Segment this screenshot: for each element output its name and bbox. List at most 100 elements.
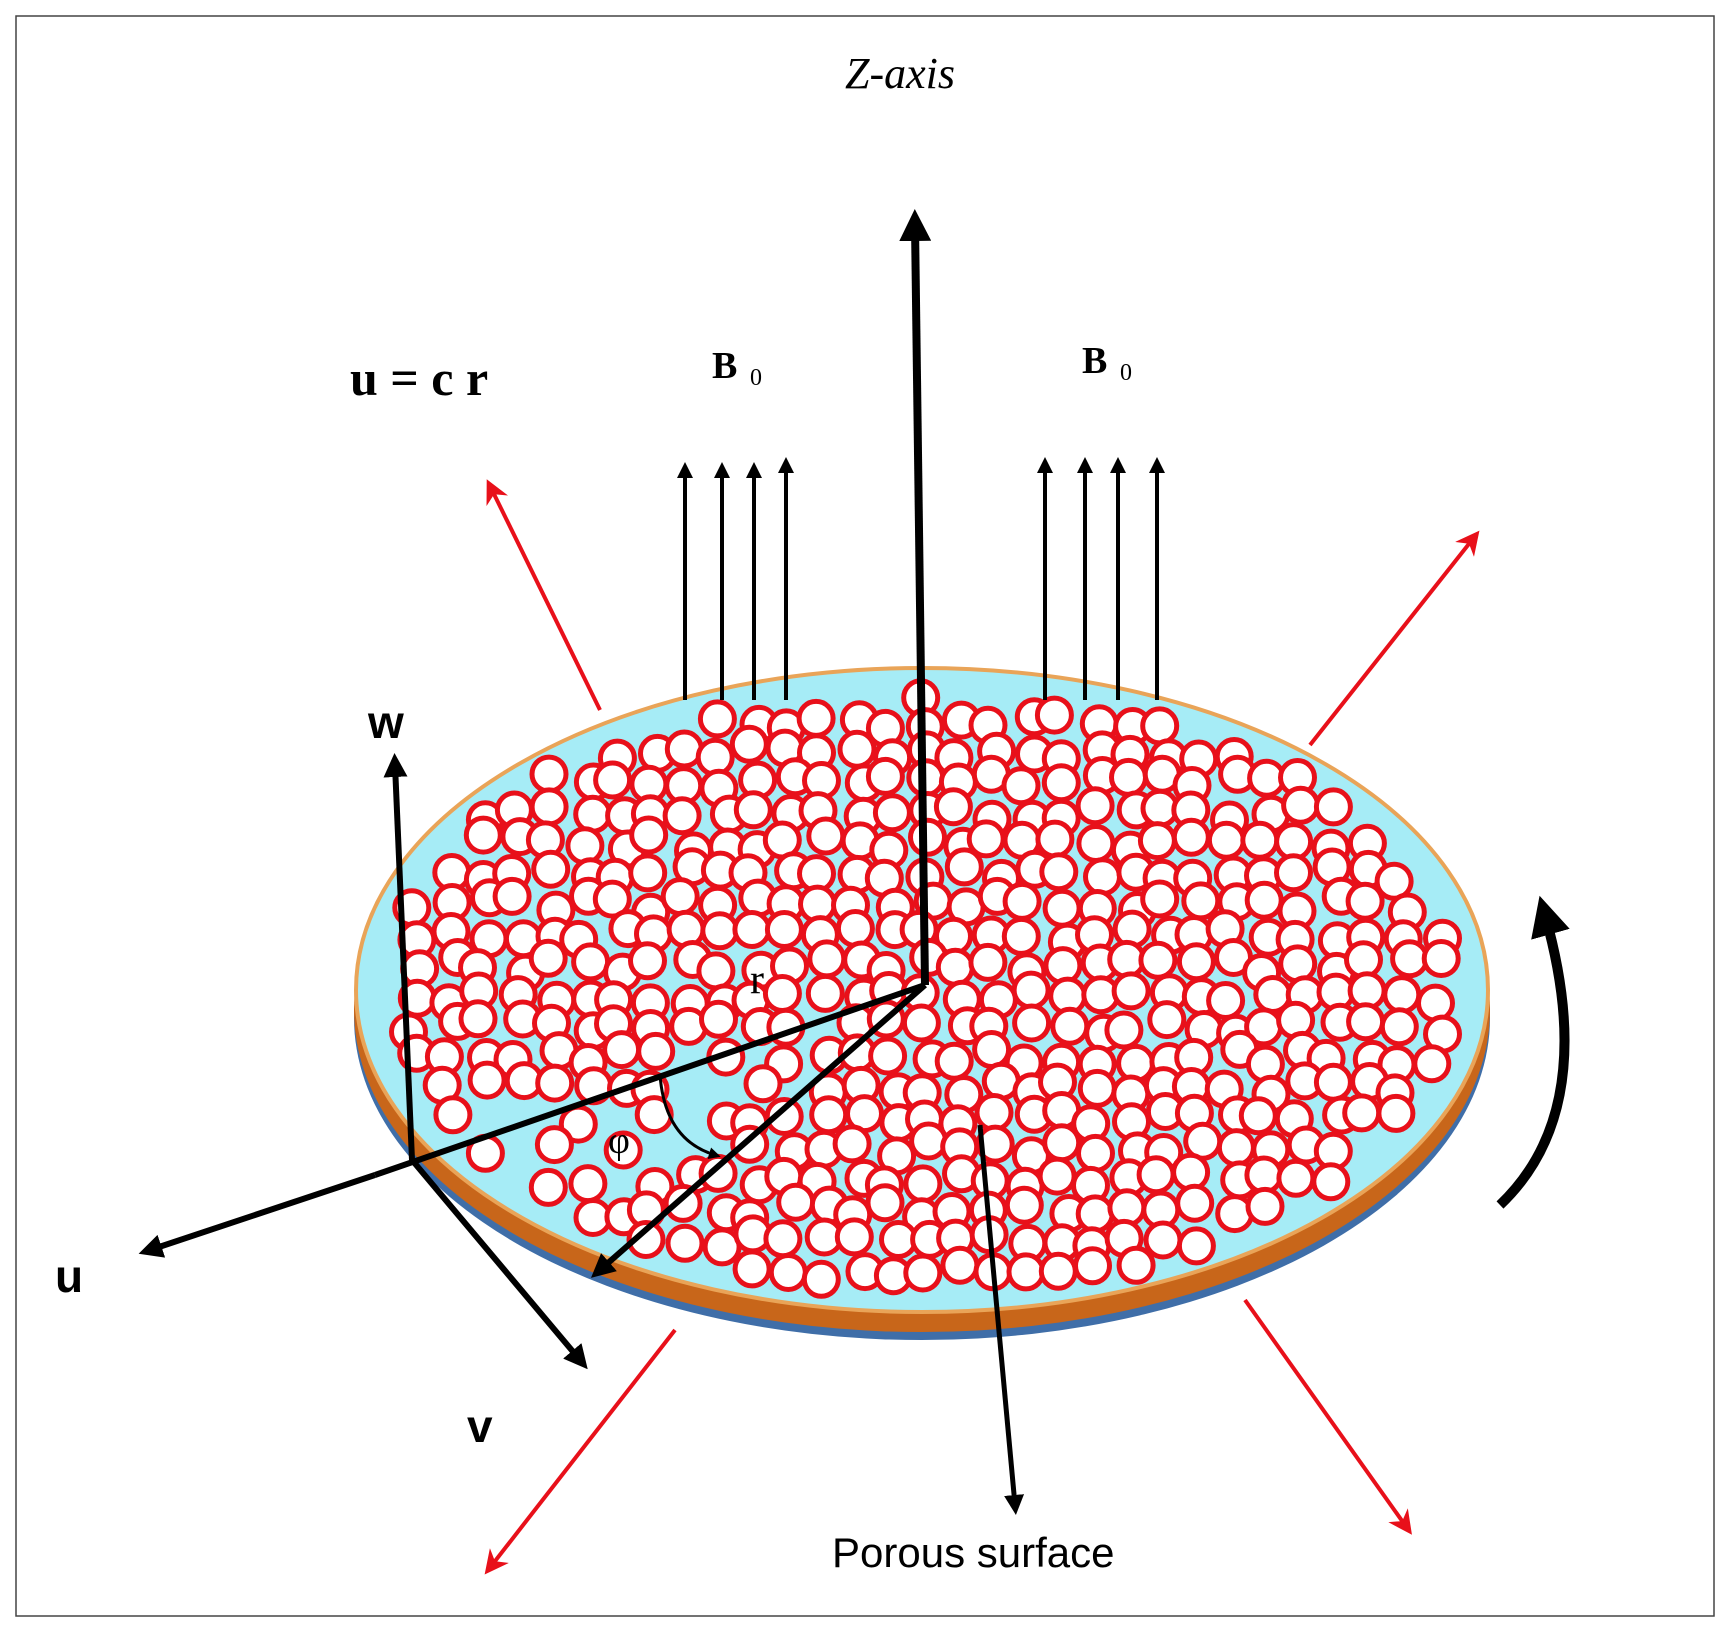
porous-particle [1039,852,1079,892]
porous-particle [603,1130,643,1170]
r-label: r [750,957,764,1003]
porous-particle [1001,766,1041,806]
porous-particle [764,1097,804,1136]
porous-particle [1342,1093,1382,1133]
porous-particle [1042,1123,1082,1163]
porous-particle [1104,1010,1144,1050]
porous-particle [1012,1003,1052,1043]
porous-particle [696,951,736,991]
porous-particle [573,794,613,834]
porous-particle [1111,971,1151,1011]
w-label: w [367,696,404,748]
w-axis-arrow [383,753,415,1161]
porous-particle [1034,695,1074,735]
porous-particle [1206,981,1246,1020]
porous-particle [1171,817,1211,857]
porous-particle [865,1183,905,1223]
porous-particle [1313,1062,1353,1102]
porous-particle [492,876,532,916]
porous-particle [796,698,836,738]
porous-surface-label: Porous surface [832,1529,1114,1576]
porous-particle [1206,820,1246,860]
porous-particle [665,1223,705,1263]
porous-particle [636,1031,676,1071]
porous-particle [768,1253,808,1292]
porous-particle [529,754,569,794]
porous-particle [1376,1093,1416,1133]
stretch-arrow-upper-left [486,479,602,711]
rotating-disk [354,666,1490,1340]
porous-particle [806,816,846,856]
porous-particle [592,879,632,919]
v-label: v [467,1400,493,1452]
porous-particle [733,790,773,830]
porous-particle [832,1124,872,1164]
porous-particle [1037,1156,1077,1196]
porous-particle [1244,880,1284,920]
porous-particle [974,1093,1014,1132]
porous-particle [1073,1246,1112,1286]
porous-particle [1412,1044,1452,1084]
porous-particle [629,815,669,855]
stretching-arrows [486,479,1480,747]
porous-particle [700,911,740,951]
porous-particle [732,1249,772,1289]
b0-right-subscript: 0 [1120,360,1132,386]
porous-particle [807,939,847,979]
porous-particle [1116,1245,1156,1285]
porous-particle [805,973,845,1013]
porous-particle [1137,821,1177,861]
porous-particle [903,1164,943,1204]
porous-particle [1147,1000,1187,1040]
porous-particle [1416,983,1455,1023]
porous-particle [729,724,769,764]
porous-surface-pointer [977,1124,1025,1515]
porous-particle [528,1167,568,1207]
porous-particle [1176,942,1216,982]
phi-angle-arc [658,1074,721,1160]
u-arrow [138,1172,376,1258]
porous-particle [528,938,568,978]
porous-particle [1181,881,1221,921]
porous-particle [660,877,700,917]
porous-particle [730,1124,770,1164]
porous-particle [1240,820,1280,860]
porous-particle [1041,763,1081,803]
porous-particle [901,1003,941,1043]
porous-particle [571,942,611,982]
porous-particle [1002,881,1042,921]
porous-particle [634,1095,674,1135]
porous-particle [1004,1185,1044,1225]
porous-particle [944,847,984,887]
porous-particle [628,853,668,893]
stretch-arrow-upper-right [1308,530,1480,747]
u-label: u [55,1250,83,1302]
radius-vector [590,982,927,1278]
porous-particle [1140,706,1180,746]
porous-particle [1344,940,1383,980]
porous-particle [1001,916,1041,956]
stretch-arrow-lower-right [1243,1298,1412,1535]
porous-particle [1379,1007,1419,1047]
porous-particle [568,1164,608,1204]
porous-particle [1077,1068,1117,1108]
porous-particle [908,817,947,857]
porous-particle [1011,970,1051,1010]
porous-particle [972,1030,1012,1069]
porous-particle [1075,1194,1115,1234]
b0-right-label: B [1082,340,1107,382]
porous-particle [593,760,633,800]
porous-particle [1171,1152,1211,1192]
porous-particle [534,1125,574,1165]
z-axis-arrow [899,209,932,986]
porous-particle [1421,939,1461,978]
porous-particle [868,1036,908,1076]
porous-particle [865,756,905,796]
porous-particle [801,1259,841,1299]
porous-particle [1345,881,1385,921]
porous-particle [909,1121,949,1161]
radial-lines [138,982,927,1278]
porous-particle [1038,1251,1078,1291]
porous-particle [975,1124,1015,1164]
u-axis-line [374,982,926,1178]
